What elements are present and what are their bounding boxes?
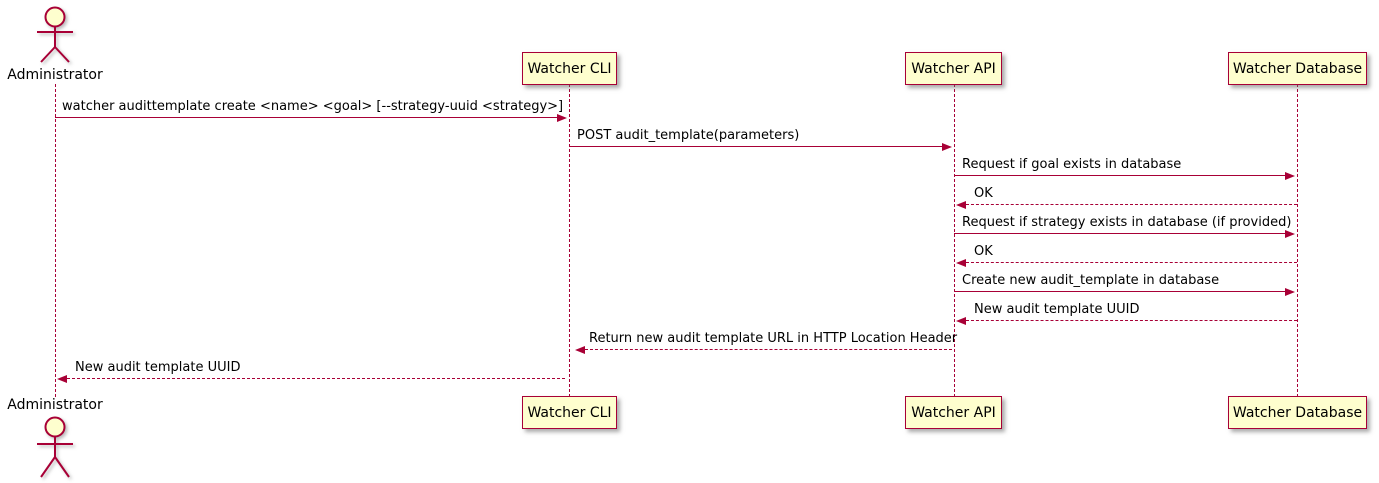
arrowhead-left-icon: [956, 201, 966, 209]
participant-watcher-cli-bottom: Watcher CLI: [522, 396, 617, 429]
arrowhead-right-icon: [1285, 230, 1295, 238]
lifeline-administrator: [55, 84, 56, 397]
message-label: New audit template UUID: [974, 302, 1140, 317]
message-label: Create new audit_template in database: [962, 273, 1220, 288]
arrowhead-right-icon: [942, 143, 952, 151]
lifeline-watcher-database: [1297, 84, 1298, 397]
actor-label-administrator-top: Administrator: [7, 67, 103, 83]
message-label: watcher audittemplate create <name> <goa…: [62, 99, 564, 114]
message-line: [585, 349, 952, 350]
message-line: [954, 291, 1285, 292]
participant-watcher-cli-top: Watcher CLI: [522, 52, 617, 85]
participant-watcher-database-top: Watcher Database: [1228, 52, 1367, 85]
participant-label: Watcher CLI: [527, 404, 612, 421]
message-label: OK: [974, 244, 993, 259]
message-label: New audit template UUID: [75, 360, 241, 375]
message-label: Request if goal exists in database: [962, 157, 1182, 172]
message-line: [569, 146, 942, 147]
arrowhead-left-icon: [57, 375, 67, 383]
lifeline-watcher-cli: [569, 84, 570, 397]
message-line: [966, 262, 1297, 263]
arrowhead-left-icon: [575, 346, 585, 354]
message-label: POST audit_template(parameters): [577, 128, 800, 143]
message-label: Return new audit template URL in HTTP Lo…: [589, 331, 958, 346]
message-label: Request if strategy exists in database (…: [962, 215, 1292, 230]
arrowhead-left-icon: [956, 259, 966, 267]
message-line: [954, 175, 1285, 176]
participant-label: Watcher CLI: [527, 60, 612, 77]
message-line: [966, 204, 1297, 205]
arrowhead-right-icon: [1285, 288, 1295, 296]
message-line: [55, 117, 557, 118]
message-line: [954, 233, 1285, 234]
message-label: OK: [974, 186, 993, 201]
actor-label-administrator-bottom: Administrator: [7, 397, 103, 413]
arrowhead-right-icon: [557, 114, 567, 122]
arrowhead-left-icon: [956, 317, 966, 325]
arrowhead-right-icon: [1285, 172, 1295, 180]
participant-label: Watcher API: [911, 60, 996, 77]
participant-label: Watcher Database: [1232, 404, 1363, 421]
participant-watcher-api-top: Watcher API: [905, 52, 1002, 85]
participant-label: Watcher API: [911, 404, 996, 421]
message-line: [67, 378, 565, 379]
participant-watcher-api-bottom: Watcher API: [905, 396, 1002, 429]
actor-administrator-top-icon: [37, 6, 73, 63]
lifeline-watcher-api: [954, 84, 955, 397]
participant-label: Watcher Database: [1232, 60, 1363, 77]
actor-administrator-bottom-icon: [37, 416, 73, 478]
participant-watcher-database-bottom: Watcher Database: [1228, 396, 1367, 429]
message-line: [966, 320, 1297, 321]
